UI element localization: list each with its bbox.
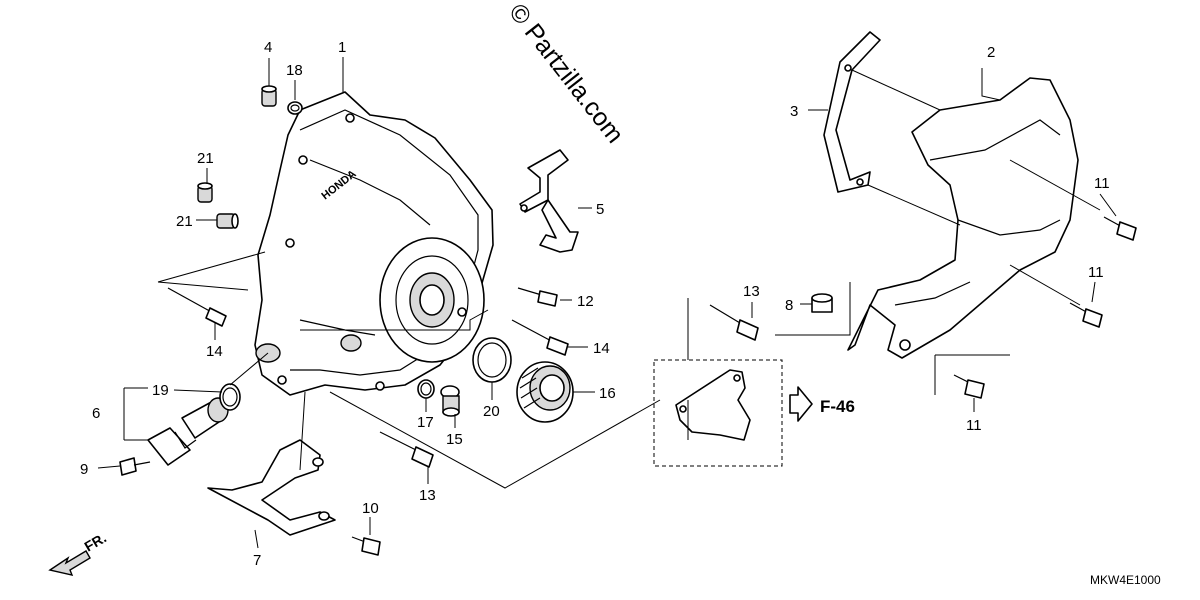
bolt-part-13-lower	[379, 431, 434, 468]
bolt-part-12	[517, 287, 558, 307]
bracket-part-5	[519, 149, 579, 253]
collar-part-4	[261, 85, 277, 107]
callout-13-middle: 13	[743, 283, 760, 300]
side-cover-part-1: HONDA	[254, 91, 494, 396]
dowel-pin-part-21-upper	[197, 182, 213, 203]
callout-5: 5	[596, 201, 604, 218]
dowel-pin-part-21-lower	[216, 213, 239, 229]
callout-21-lower: 21	[176, 213, 193, 230]
grommet-part-8	[811, 293, 833, 313]
callout-12: 12	[577, 293, 594, 310]
callout-2: 2	[987, 44, 995, 61]
bolt-part-11-middle	[1069, 302, 1103, 328]
callout-17: 17	[417, 414, 434, 431]
callout-4: 4	[264, 39, 272, 56]
callout-7: 7	[253, 552, 261, 569]
bolt-part-14-right	[511, 319, 569, 356]
reference-arrow: F-46	[789, 386, 855, 422]
callout-11-lower: 11	[966, 417, 982, 434]
watermark-text: © Partzilla.com	[503, 0, 629, 148]
callout-8: 8	[785, 297, 793, 314]
callout-14-right: 14	[593, 340, 610, 357]
reference-label: F-46	[820, 397, 855, 416]
plug-part-15	[440, 385, 460, 417]
callout-11-middle: 11	[1088, 264, 1104, 281]
bolt-part-11-upper	[1103, 216, 1137, 241]
callout-20: 20	[483, 403, 500, 420]
o-ring-part-20	[472, 337, 512, 383]
bolt-part-10	[351, 536, 381, 556]
callout-13-lower: 13	[419, 487, 436, 504]
o-ring-part-19	[219, 383, 241, 411]
callout-14-left: 14	[206, 343, 223, 360]
callout-18: 18	[286, 62, 303, 79]
bolt-part-13-middle	[709, 304, 759, 341]
callout-21-upper: 21	[197, 150, 214, 167]
callout-6: 6	[92, 405, 100, 422]
callout-11-upper: 11	[1094, 175, 1110, 192]
cap-part-16	[516, 361, 574, 423]
callout-16: 16	[599, 385, 616, 402]
bolt-part-11-lower	[953, 374, 985, 399]
o-ring-part-17	[417, 379, 435, 399]
o-ring-part-18	[287, 101, 303, 115]
diagram-code: MKW4E1000	[1090, 573, 1161, 587]
reference-bracket	[653, 359, 783, 467]
guard-part-3	[823, 31, 881, 193]
sensor-part-6	[147, 397, 229, 466]
cover-part-2	[847, 77, 1079, 359]
callout-1: 1	[338, 39, 346, 56]
callout-9: 9	[80, 461, 88, 478]
front-marker: FR.	[48, 529, 109, 576]
bolt-part-9	[119, 457, 151, 476]
callout-3: 3	[790, 103, 798, 120]
callout-10: 10	[362, 500, 379, 517]
bracket-part-7	[207, 439, 336, 536]
bolt-part-14-left	[167, 287, 227, 327]
leader-lines	[97, 57, 1117, 549]
callout-19: 19	[152, 382, 169, 399]
callout-15: 15	[446, 431, 463, 448]
callout-labels: 1 4 18 21 21 14 12 14 5 16 20 17 15 13 1…	[80, 39, 1110, 569]
